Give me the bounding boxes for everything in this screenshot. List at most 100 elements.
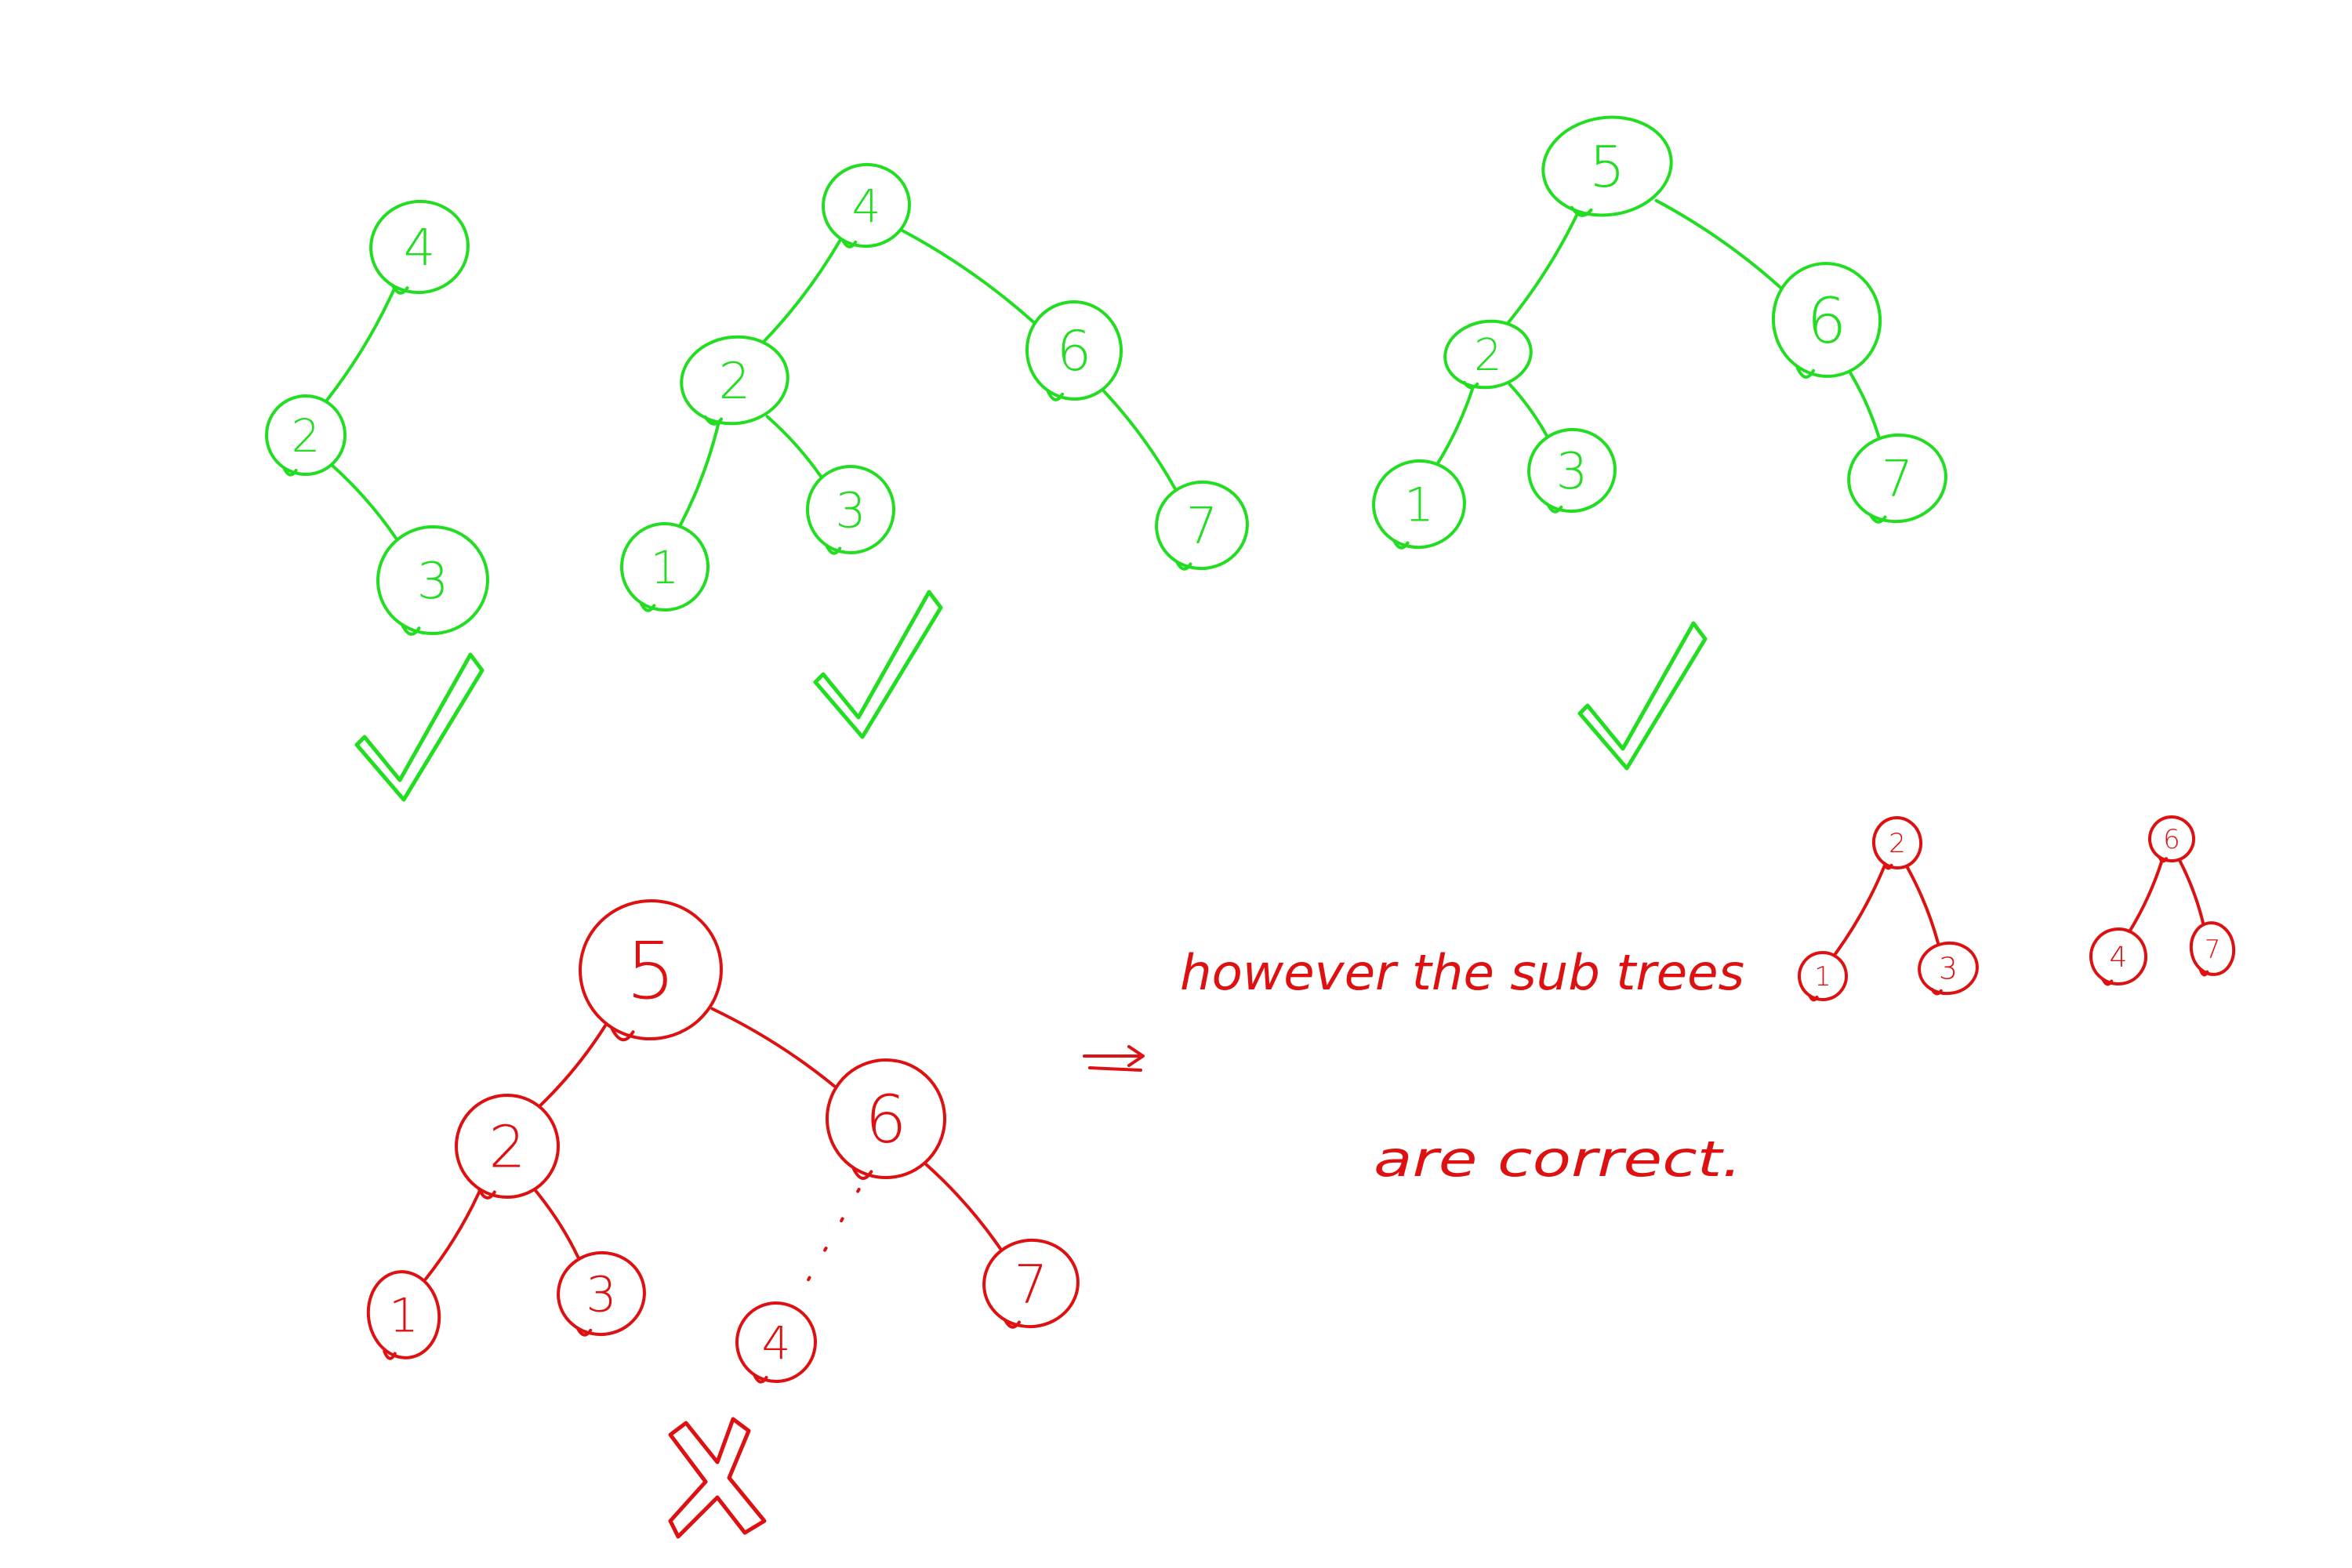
node-2: 2 bbox=[265, 394, 347, 477]
edge-4-2 bbox=[325, 286, 397, 402]
node-label: 1 bbox=[1404, 478, 1434, 533]
node-label: 4 bbox=[762, 1316, 791, 1370]
edge-2-1 bbox=[679, 421, 720, 527]
annotation-line-1: however the sub trees bbox=[1180, 944, 1744, 1001]
node-circle bbox=[2089, 927, 2147, 985]
cross-icon bbox=[668, 1417, 767, 1539]
node-stroke-tail bbox=[1462, 380, 1479, 390]
node-stroke-tail bbox=[1546, 503, 1563, 514]
tree-a: 4 2 3 bbox=[265, 199, 489, 802]
node-3: 3 bbox=[806, 465, 895, 555]
node-stroke-tail bbox=[575, 1327, 593, 1337]
node-label: 6 bbox=[865, 1081, 906, 1158]
node-label: 3 bbox=[417, 553, 449, 611]
node-4: 4 bbox=[2089, 927, 2147, 986]
node-circle bbox=[579, 898, 723, 1041]
node-circle bbox=[982, 1238, 1080, 1329]
node-stroke-tail bbox=[1808, 994, 1819, 1002]
annotation-line-2: are correct. bbox=[1374, 1131, 1742, 1188]
node-stroke-tail bbox=[851, 1167, 873, 1180]
node-3: 3 bbox=[557, 1250, 646, 1337]
node-label: 2 bbox=[292, 409, 321, 463]
node-label: 4 bbox=[404, 220, 436, 278]
node-1: 1 bbox=[366, 1270, 441, 1360]
node-label: 7 bbox=[2205, 935, 2220, 964]
node-1: 1 bbox=[1372, 459, 1466, 550]
node-stroke-tail bbox=[825, 544, 842, 555]
node-stroke-tail bbox=[1570, 205, 1593, 217]
node-circle bbox=[680, 335, 789, 426]
node-circle bbox=[1025, 300, 1123, 401]
node-label: 1 bbox=[1814, 961, 1831, 993]
node-circle bbox=[806, 465, 895, 554]
node-circle bbox=[822, 162, 911, 249]
node-stroke-tail bbox=[2199, 969, 2209, 977]
node-7: 7 bbox=[2189, 921, 2236, 977]
node-stroke-tail bbox=[282, 466, 298, 477]
node-stroke-tail bbox=[2158, 855, 2168, 863]
node-4: 4 bbox=[735, 1301, 817, 1384]
node-label: 5 bbox=[1589, 134, 1625, 200]
node-stroke-tail bbox=[401, 623, 421, 636]
edge-2-3 bbox=[1905, 865, 1940, 946]
node-label: 2 bbox=[1474, 330, 1502, 381]
node-label: 1 bbox=[389, 1289, 419, 1344]
node-stroke-tail bbox=[610, 1026, 635, 1042]
node-label: 2 bbox=[719, 353, 751, 411]
edge-6-7 bbox=[2178, 858, 2205, 926]
node-stroke-tail bbox=[703, 415, 723, 426]
node-circle bbox=[735, 1301, 817, 1383]
edge-2-1 bbox=[1833, 863, 1887, 956]
node-label: 1 bbox=[651, 541, 680, 594]
node-7: 7 bbox=[1847, 433, 1947, 524]
subtree-left: 2 1 3 bbox=[1798, 816, 1979, 1002]
edge-2-3 bbox=[765, 415, 822, 478]
node-label: 5 bbox=[626, 925, 676, 1017]
node-5: 5 bbox=[579, 898, 723, 1042]
node-1: 1 bbox=[1798, 951, 1848, 1002]
node-label: 4 bbox=[2110, 942, 2128, 974]
node-label: 3 bbox=[586, 1265, 616, 1323]
node-stroke-tail bbox=[1047, 390, 1064, 401]
node-stroke-tail bbox=[1868, 513, 1887, 524]
edge-6-7 bbox=[1849, 371, 1881, 438]
check-icon bbox=[1577, 621, 1708, 771]
node-stroke-tail bbox=[390, 284, 409, 295]
node-circle bbox=[376, 524, 489, 636]
dotted-edge-6-4 bbox=[798, 1188, 861, 1296]
node-6: 6 bbox=[2148, 815, 2195, 863]
node-stroke-tail bbox=[1392, 539, 1410, 550]
edge-2-3 bbox=[1508, 383, 1548, 437]
node-6: 6 bbox=[1771, 262, 1882, 379]
node-2: 2 bbox=[1871, 816, 1923, 870]
edge-6-7 bbox=[1102, 389, 1177, 490]
node-circle bbox=[1541, 115, 1673, 217]
node-circle bbox=[826, 1058, 946, 1179]
node-3: 3 bbox=[1527, 427, 1617, 514]
node-label: 2 bbox=[1889, 828, 1906, 859]
node-circle bbox=[265, 394, 347, 476]
node-4: 4 bbox=[822, 162, 911, 249]
node-stroke-tail bbox=[383, 1349, 397, 1360]
node-circle bbox=[620, 522, 710, 612]
node-6: 6 bbox=[1025, 300, 1123, 401]
edge-4-6 bbox=[901, 229, 1036, 324]
node-stroke-tail bbox=[477, 1188, 496, 1200]
node-stroke-tail bbox=[2101, 978, 2114, 986]
annotation-layer: however the sub trees are correct. bbox=[1083, 944, 1744, 1188]
node-label: 7 bbox=[1014, 1254, 1047, 1316]
node-circle bbox=[1155, 480, 1249, 571]
node-label: 3 bbox=[1556, 443, 1588, 501]
node-stroke-tail bbox=[1175, 560, 1192, 571]
check-icon bbox=[813, 590, 943, 739]
check-icon bbox=[354, 652, 485, 802]
node-label: 6 bbox=[1807, 285, 1847, 358]
node-label: 3 bbox=[1939, 952, 1958, 986]
node-label: 7 bbox=[1882, 451, 1914, 509]
node-circle bbox=[1372, 459, 1466, 550]
arrow-right-icon bbox=[1083, 1045, 1145, 1072]
edge-5-6 bbox=[710, 1007, 837, 1088]
node-circle bbox=[1918, 941, 1979, 996]
